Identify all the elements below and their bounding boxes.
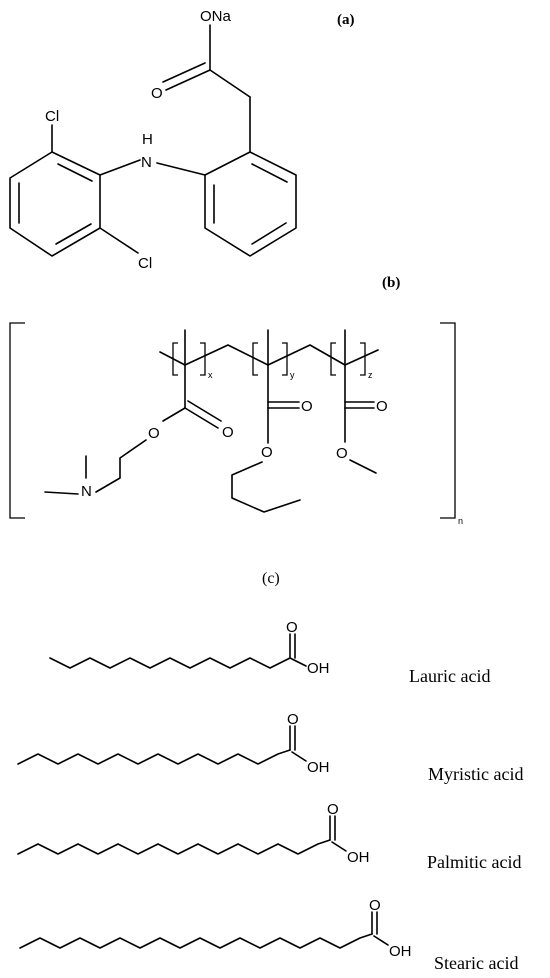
subscript-y: y [290,370,295,380]
stearic-c-oh [373,935,389,946]
bracket-y-right [282,342,288,376]
atom-o1: O [222,424,234,441]
ring-right-bonds [204,151,297,257]
atom-o-carbonyl: O [151,85,163,102]
stearic-oh: OH [389,943,412,960]
outer-bracket-right [440,322,456,519]
palmitic-c-oh [331,841,347,852]
bracket-x-right [200,342,206,376]
ring-left-bonds [9,151,101,257]
stearic-chain [19,933,373,949]
fatty-acids: (c) O OH Lauric acid O OH Myristic acid [17,570,523,973]
bond-n-ring [156,162,206,176]
panel-label-c: (c) [262,570,280,587]
ester3-methyl [349,459,377,474]
panel-label-a: (a) [337,12,355,28]
bond-c-o-double-2 [162,62,206,83]
stearic-acid: O OH Stearic acid [19,897,518,973]
bracket-x-left [172,342,178,376]
atom-cl-bottom: Cl [138,255,152,272]
atom-cl-top: Cl [45,108,59,125]
diclofenac-structure: (a) Cl Cl H N ONa O [9,8,355,272]
subscript-x: x [208,370,213,380]
myristic-chain [17,749,291,765]
polymer-structure: (b) n x y z O O N O [9,275,463,526]
lauric-acid: O OH Lauric acid [49,619,490,686]
atom-h: H [142,131,153,148]
atom-o5: O [376,398,388,415]
myristic-label: Myristic acid [428,764,523,784]
palmitic-chain [17,839,331,855]
palmitic-oh: OH [347,849,370,866]
lauric-label: Lauric acid [409,666,490,686]
bond-cl-bottom [99,227,139,254]
lauric-chain [49,657,291,669]
bond-ch2-c [209,69,251,98]
atom-o4: O [261,444,273,461]
subscript-z: z [368,370,373,380]
ring-right-inner-bonds [213,163,288,245]
stearic-o: O [369,897,381,914]
atom-o3: O [301,398,313,415]
panel-label-b: (b) [382,275,400,291]
atom-n: N [81,483,92,500]
lauric-oh: OH [307,660,330,677]
n-methyl-left [44,491,79,495]
lauric-o: O [286,619,298,636]
myristic-o: O [287,711,299,728]
atom-ona: ONa [200,8,232,25]
atom-o2: O [148,425,160,442]
bond-ring-n [99,159,141,176]
bond-c-o-double-1 [165,69,211,91]
myristic-acid: O OH Myristic acid [17,711,523,784]
myristic-oh: OH [307,759,330,776]
atom-o6: O [336,445,348,462]
lauric-c-oh [289,657,307,667]
butyl-chain [231,461,301,513]
outer-bracket-left [9,322,25,519]
ester1-co-1 [184,407,219,429]
palmitic-acid: O OH Palmitic acid [17,801,521,872]
ester1-c-o [162,407,186,422]
stearic-label: Stearic acid [434,953,518,973]
myristic-c-oh [291,751,307,762]
ring-left-inner-bonds [18,163,93,245]
atom-n: N [141,154,152,171]
bracket-z-left [330,342,336,376]
bracket-y-left [252,342,258,376]
palmitic-label: Palmitic acid [427,852,521,872]
bracket-z-right [360,342,366,376]
ester1-co-2 [187,400,222,422]
palmitic-o: O [327,801,339,818]
ester1-chain [95,439,147,493]
subscript-n: n [458,516,463,526]
